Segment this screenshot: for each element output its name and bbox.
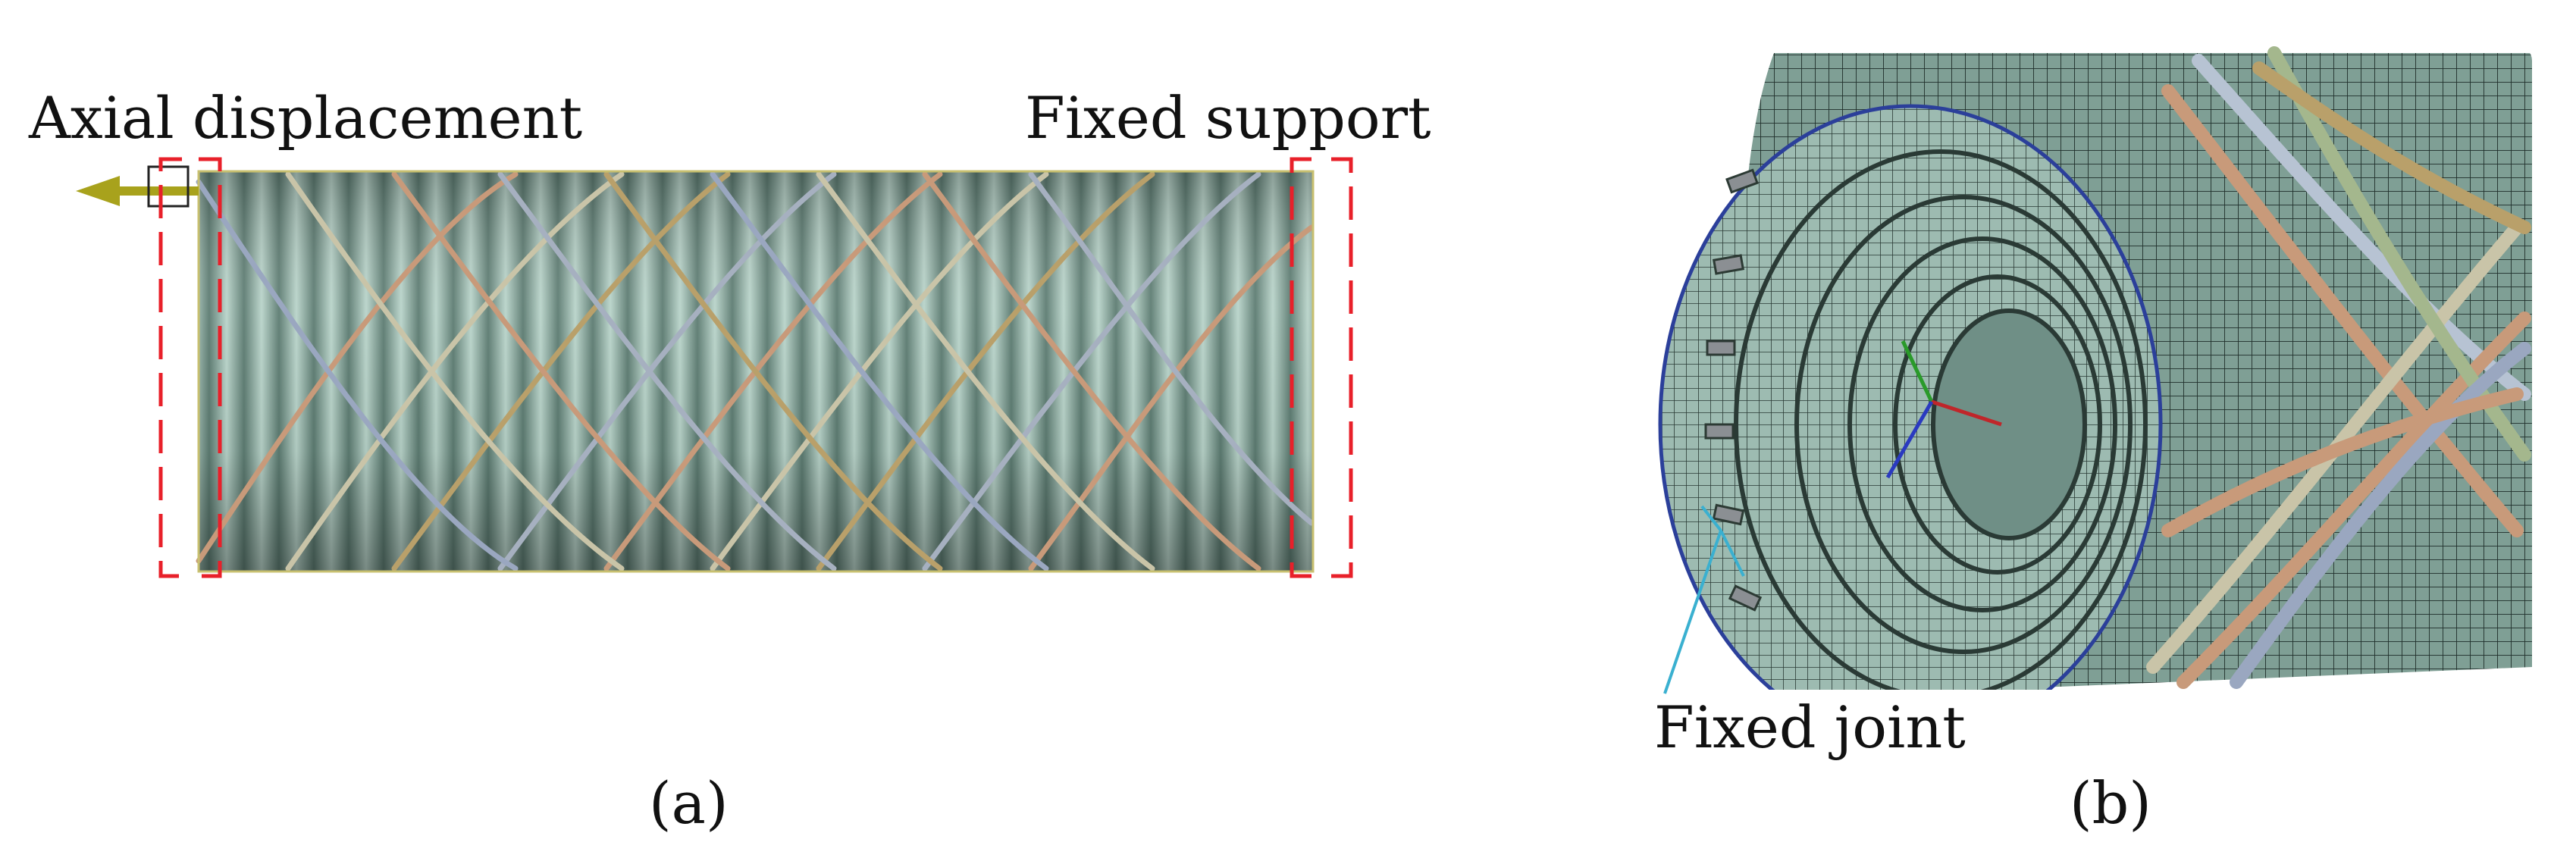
left-boundary-marker [158, 157, 222, 578]
hose-opening [1658, 104, 2163, 690]
axial-displacement-label: Axial displacement [29, 84, 583, 152]
axial-displacement-arrow [76, 165, 199, 208]
fixed-joint-callout [1663, 505, 1745, 694]
fixed-support-label: Fixed support [1025, 84, 1431, 152]
fixed-joint-stubs [1704, 168, 1763, 612]
coordinate-triad [1885, 340, 2002, 479]
panel-b-mesh-model [1658, 46, 2532, 690]
caption-a: (a) [649, 769, 729, 837]
caption-b: (b) [2070, 769, 2151, 837]
fixed-joint-label: Fixed joint [1654, 694, 1966, 761]
right-boundary-marker [1290, 157, 1353, 578]
braid-wires-b [2146, 46, 2531, 689]
panel-a-hose [196, 170, 1315, 573]
braid-wires [196, 171, 1315, 571]
